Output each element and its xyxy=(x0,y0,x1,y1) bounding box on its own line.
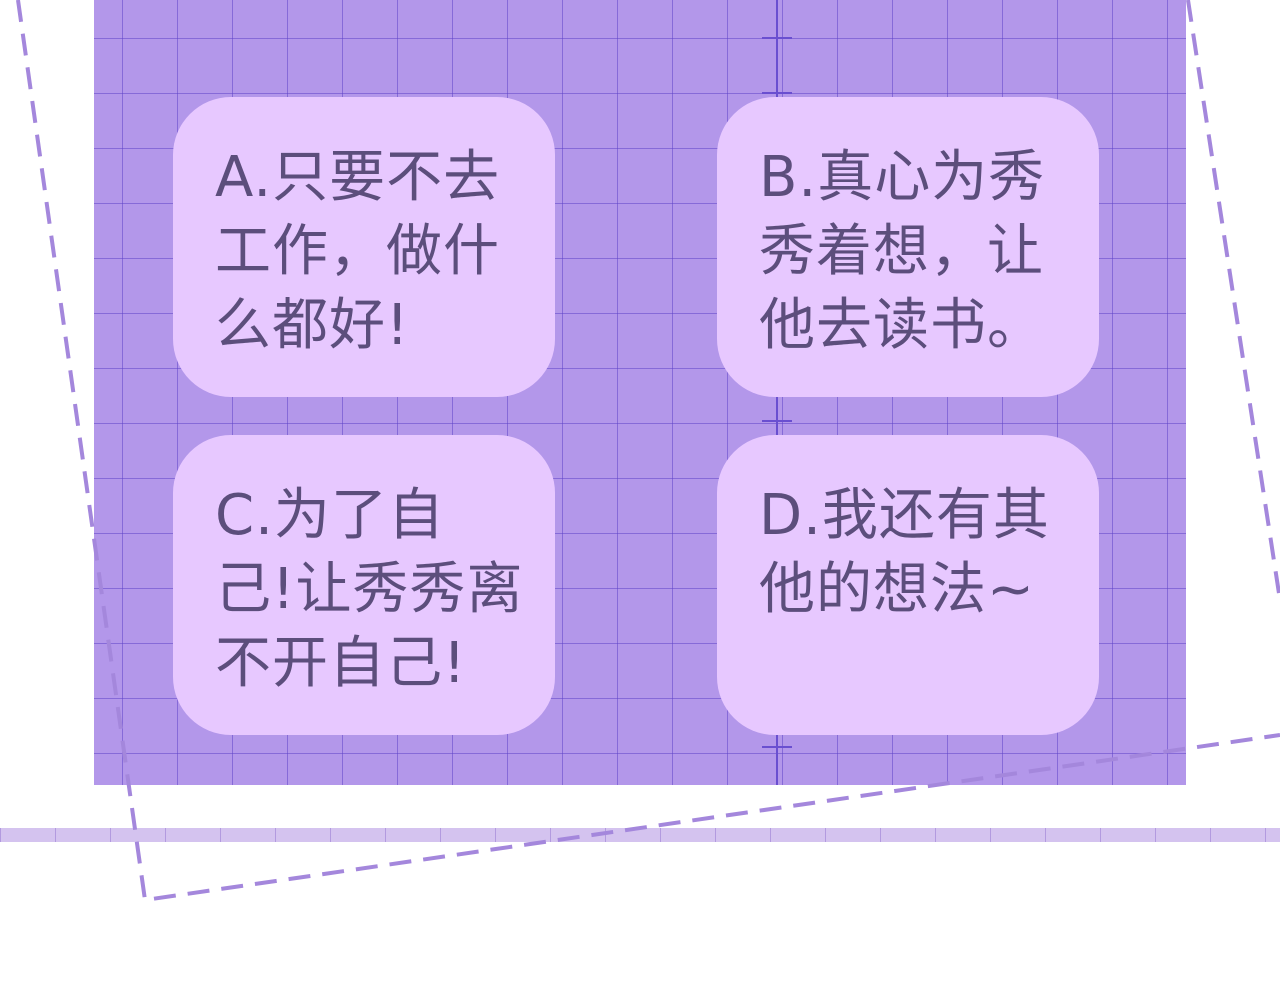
option-card-a[interactable]: A.只要不去工作，做什么都好! xyxy=(173,97,555,397)
center-tick xyxy=(762,92,792,94)
option-text-a: A.只要不去工作，做什么都好! xyxy=(215,145,501,358)
option-card-d[interactable]: D.我还有其他的想法~ xyxy=(717,435,1099,735)
option-text-d: D.我还有其他的想法~ xyxy=(759,483,1050,622)
center-tick xyxy=(762,420,792,422)
option-text-c: C.为了自己!让秀秀离不开自己! xyxy=(215,483,524,696)
bottom-grid-strip-lines xyxy=(0,828,1280,842)
center-tick xyxy=(762,37,792,39)
dashed-frame-outline xyxy=(16,0,1280,903)
option-card-c[interactable]: C.为了自己!让秀秀离不开自己! xyxy=(173,435,555,735)
center-tick xyxy=(762,746,792,748)
option-text-b: B.真心为秀秀着想，让他去读书。 xyxy=(759,145,1046,358)
option-card-b[interactable]: B.真心为秀秀着想，让他去读书。 xyxy=(717,97,1099,397)
